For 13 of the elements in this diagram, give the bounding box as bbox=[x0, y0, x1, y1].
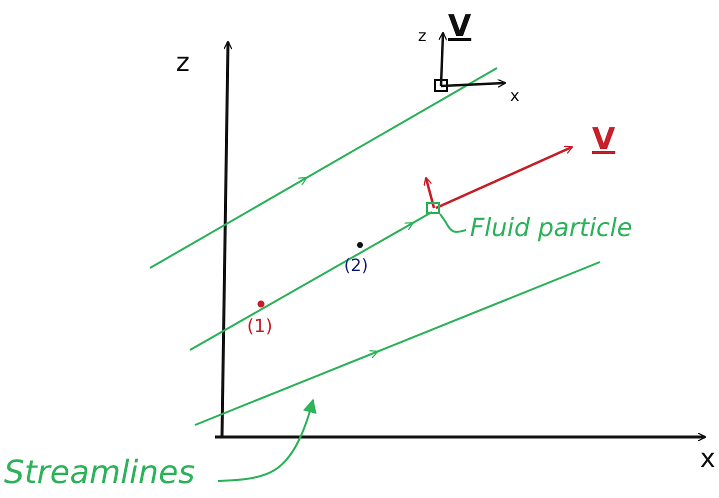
particle-label: Fluid particle bbox=[470, 214, 670, 248]
vector-label: V bbox=[448, 12, 472, 42]
point-label: (2) bbox=[344, 258, 368, 275]
fluid-particle-square bbox=[426, 202, 440, 214]
leader-line bbox=[218, 398, 317, 482]
axis-label: x bbox=[510, 88, 520, 104]
vector-label: V bbox=[592, 125, 616, 155]
axis-label: z bbox=[176, 50, 190, 76]
axis-label: z bbox=[418, 28, 426, 44]
streamlines-label: Streamlines bbox=[4, 455, 218, 493]
leader-line bbox=[439, 213, 466, 233]
axis-label: x bbox=[700, 446, 716, 472]
point-label: (1) bbox=[247, 318, 272, 336]
